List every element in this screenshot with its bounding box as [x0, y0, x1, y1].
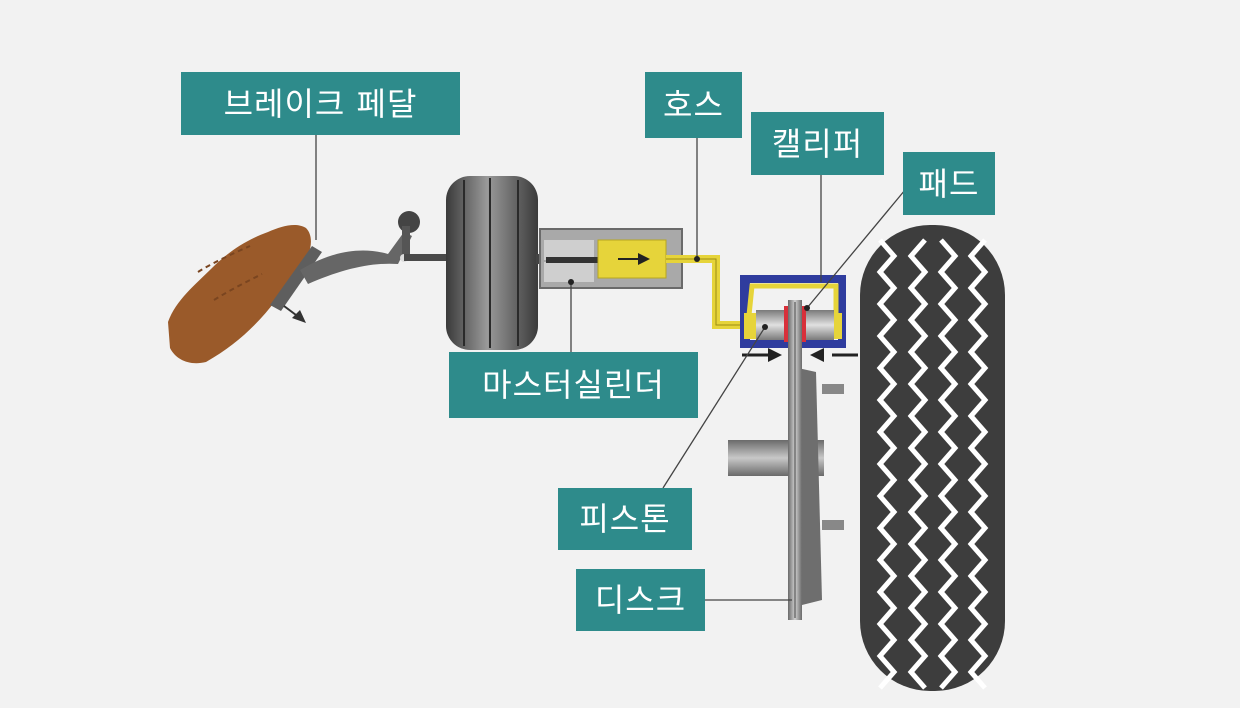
- leader-dots: [568, 256, 810, 330]
- tread-groove: [907, 238, 929, 690]
- brake-booster: [446, 176, 538, 350]
- arrow-icon: [283, 305, 306, 323]
- tread-groove: [937, 238, 959, 690]
- label-brake-pedal: 브레이크 페달: [181, 72, 460, 135]
- tread-groove: [876, 238, 898, 690]
- label-disc: 디스크: [576, 569, 705, 631]
- label-pad: 패드: [903, 152, 995, 215]
- brake-disc: [728, 300, 844, 620]
- label-hose: 호스: [645, 72, 742, 138]
- tire-tread: [876, 238, 989, 690]
- master-cylinder: [536, 228, 683, 289]
- leader-lines: [315, 135, 906, 601]
- brake-pedal: [270, 211, 452, 311]
- tread-groove: [967, 238, 989, 690]
- label-master-cylinder: 마스터실린더: [449, 352, 698, 418]
- label-caliper: 캘리퍼: [751, 112, 884, 175]
- brake-pad-outer: [800, 306, 806, 342]
- shoe-icon: [168, 225, 311, 364]
- brake-pad-inner: [784, 306, 790, 342]
- tire: [860, 225, 1005, 691]
- label-piston: 피스톤: [558, 488, 692, 550]
